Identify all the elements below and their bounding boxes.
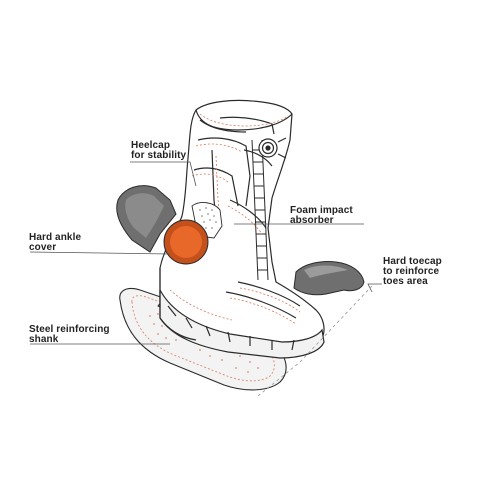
callout-hard-toecap: Hard toecap to reinforce toes area <box>383 257 442 287</box>
callout-toecap-line-2: to reinforce <box>383 266 440 277</box>
callout-steel-shank: Steel reinforcing shank <box>29 325 110 345</box>
callout-ankle-line-2: cover <box>29 242 57 253</box>
hard-toecap-armor <box>293 261 365 296</box>
callout-toecap-line-3: toes area <box>383 276 428 287</box>
boa-dial <box>258 137 287 159</box>
callout-foam-line-2: absorber <box>290 215 334 226</box>
heelcap-armor <box>116 185 177 253</box>
callout-shank-line-2: shank <box>29 334 59 345</box>
leader-lines <box>29 161 382 397</box>
insole-inner-edge <box>131 295 275 382</box>
callout-shank-line-1: Steel reinforcing <box>29 324 110 335</box>
hard-ankle-cover <box>163 219 209 265</box>
boot <box>159 99 325 359</box>
callout-heelcap: Heelcap for stability <box>131 141 186 161</box>
callout-foam-impact-absorber: Foam impact absorber <box>290 206 353 226</box>
boot-sole <box>159 289 325 359</box>
callout-ankle-line-1: Hard ankle <box>29 232 82 243</box>
callout-hard-ankle-cover: Hard ankle cover <box>29 233 81 253</box>
callout-heelcap-line-2: for stability <box>131 150 187 161</box>
callout-toecap-line-1: Hard toecap <box>383 256 442 267</box>
leader-ankle <box>29 251 171 255</box>
leader-heelcap <box>130 161 197 187</box>
ladder-strap <box>251 139 269 281</box>
callout-heelcap-line-1: Heelcap <box>131 140 171 151</box>
boot-stitching <box>169 113 301 325</box>
leader-toecap <box>367 283 382 293</box>
callout-foam-line-1: Foam impact <box>290 205 353 216</box>
